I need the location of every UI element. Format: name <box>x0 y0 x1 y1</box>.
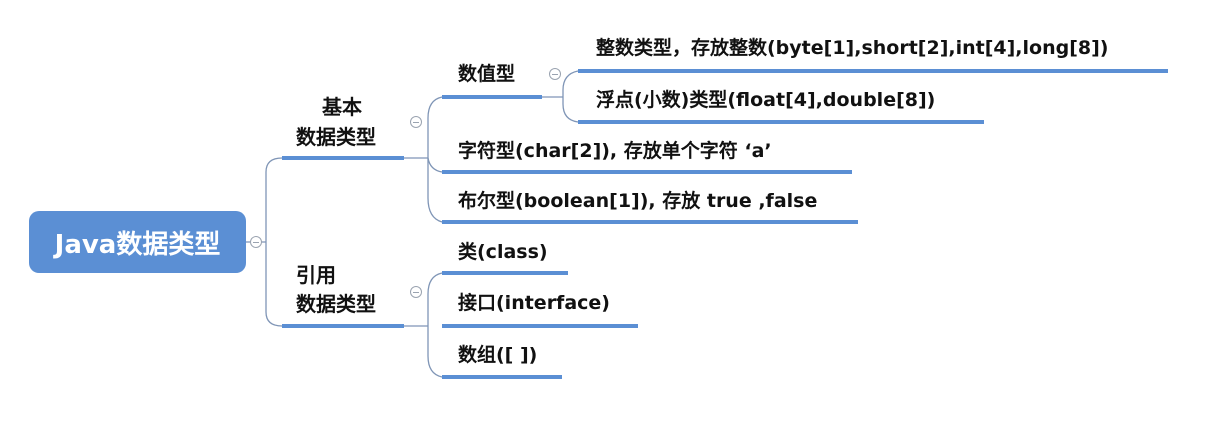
node-char[interactable]: 字符型(char[2]), 存放单个字符 ‘a’ <box>458 140 772 162</box>
node-float[interactable]: 浮点(小数)类型(float[4],double[8]) <box>596 89 936 111</box>
node-interface[interactable]: 接口(interface) <box>458 292 610 314</box>
root-label: Java数据类型 <box>54 229 221 260</box>
collapse-reference-icon[interactable] <box>410 286 422 298</box>
branch-basic-line2[interactable]: 数据类型 <box>296 125 376 149</box>
collapse-numeric-icon[interactable] <box>549 68 561 80</box>
collapse-root-icon[interactable] <box>250 236 262 248</box>
branch-reference-line1[interactable]: 引用 <box>296 263 336 287</box>
underline-reference <box>282 324 404 328</box>
node-class[interactable]: 类(class) <box>458 241 548 263</box>
node-array[interactable]: 数组([ ]) <box>458 344 538 366</box>
node-numeric[interactable]: 数值型 <box>458 63 516 85</box>
underline-basic <box>282 156 404 160</box>
collapse-basic-icon[interactable] <box>410 116 422 128</box>
node-boolean[interactable]: 布尔型(boolean[1]), 存放 true ,false <box>458 190 818 212</box>
node-integer[interactable]: 整数类型，存放整数(byte[1],short[2],int[4],long[8… <box>596 37 1109 59</box>
root-node[interactable]: Java数据类型 <box>29 211 246 273</box>
branch-reference-line2[interactable]: 数据类型 <box>296 292 376 316</box>
branch-basic-line1[interactable]: 基本 <box>322 95 362 119</box>
